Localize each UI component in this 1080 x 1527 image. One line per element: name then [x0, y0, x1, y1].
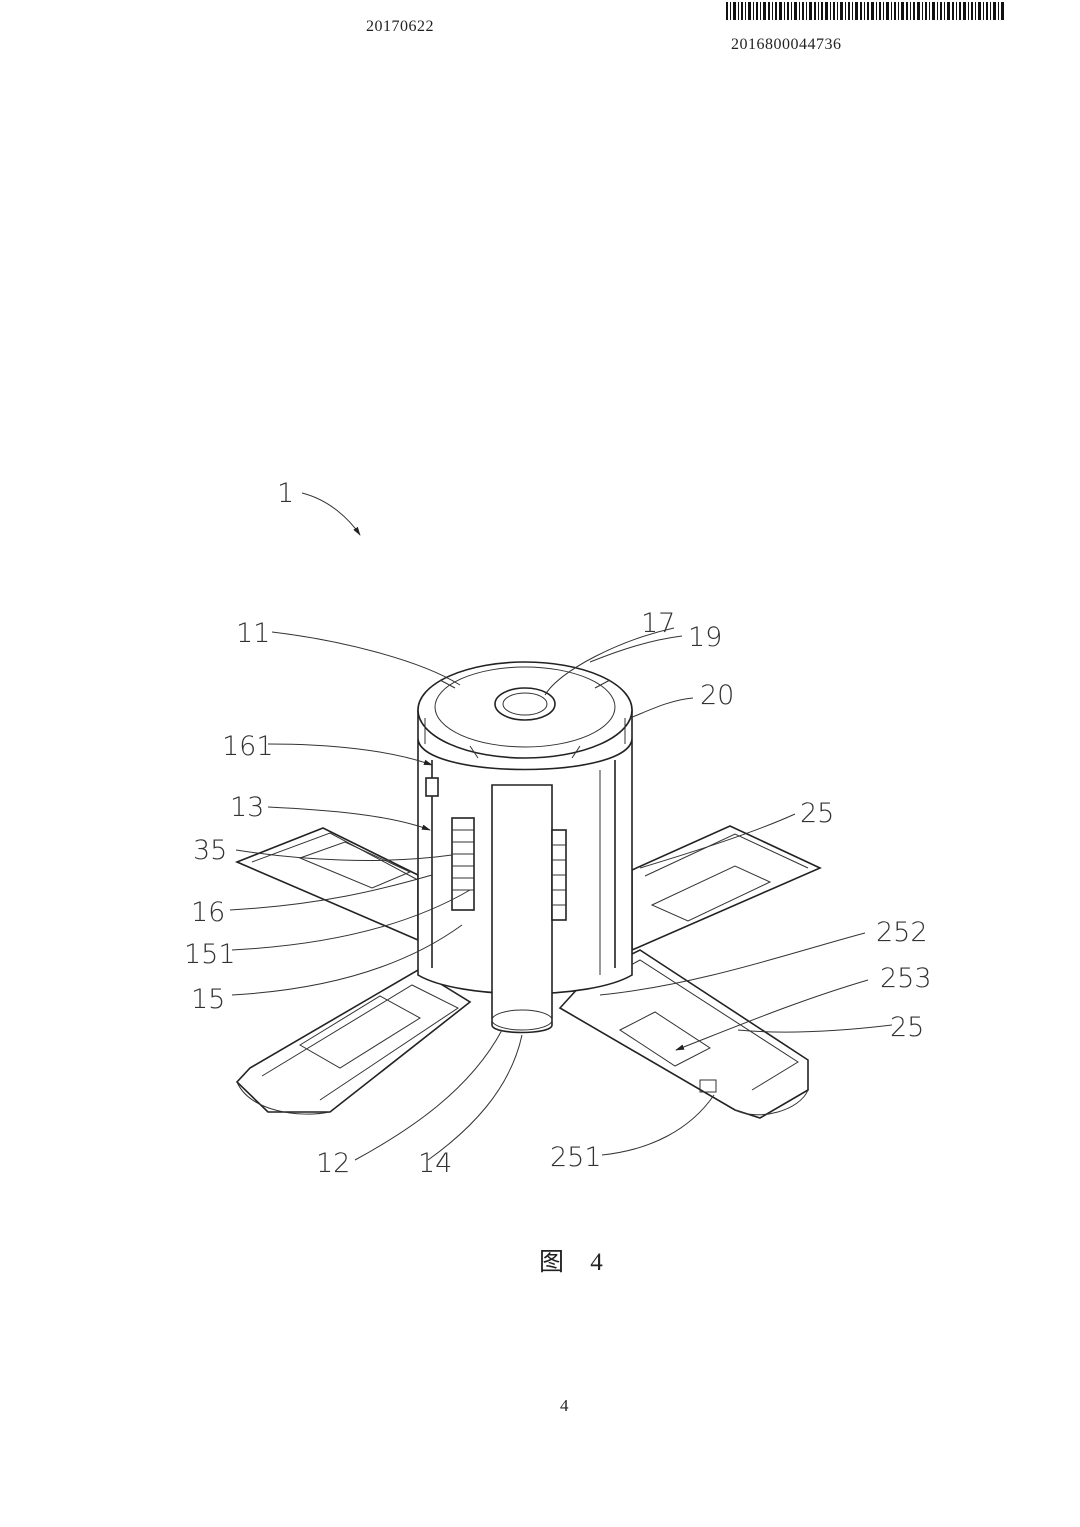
label-1: 1	[277, 478, 294, 509]
label-25-top: 25	[800, 798, 834, 829]
label-20: 20	[700, 680, 734, 711]
connector-left	[451, 817, 475, 911]
label-17: 17	[641, 608, 675, 639]
label-161: 161	[222, 731, 274, 762]
label-12: 12	[316, 1148, 350, 1179]
label-19: 19	[688, 622, 722, 653]
front-column	[491, 784, 553, 1034]
arm-front-left	[235, 969, 472, 1115]
label-151: 151	[184, 939, 236, 970]
connector-right	[551, 829, 567, 921]
top-cap	[417, 661, 633, 771]
label-35: 35	[193, 835, 227, 866]
header-date: 20170622	[366, 18, 434, 35]
arm-back-right	[631, 825, 822, 952]
label-13: 13	[230, 792, 264, 823]
label-251: 251	[550, 1142, 602, 1173]
figure-caption: 图 4	[539, 1249, 613, 1276]
arm-back-left	[234, 827, 419, 942]
label-15: 15	[191, 984, 225, 1015]
label-25-bottom: 25	[890, 1012, 924, 1043]
label-11: 11	[236, 618, 270, 649]
label-14: 14	[418, 1148, 452, 1179]
label-252: 252	[876, 917, 928, 948]
header-doc-number: 2016800044736	[731, 36, 842, 53]
page-number: 4	[560, 1396, 569, 1415]
barcode	[726, 2, 1004, 20]
label-16: 16	[191, 897, 225, 928]
switch-161	[425, 777, 439, 797]
label-253: 253	[880, 963, 932, 994]
